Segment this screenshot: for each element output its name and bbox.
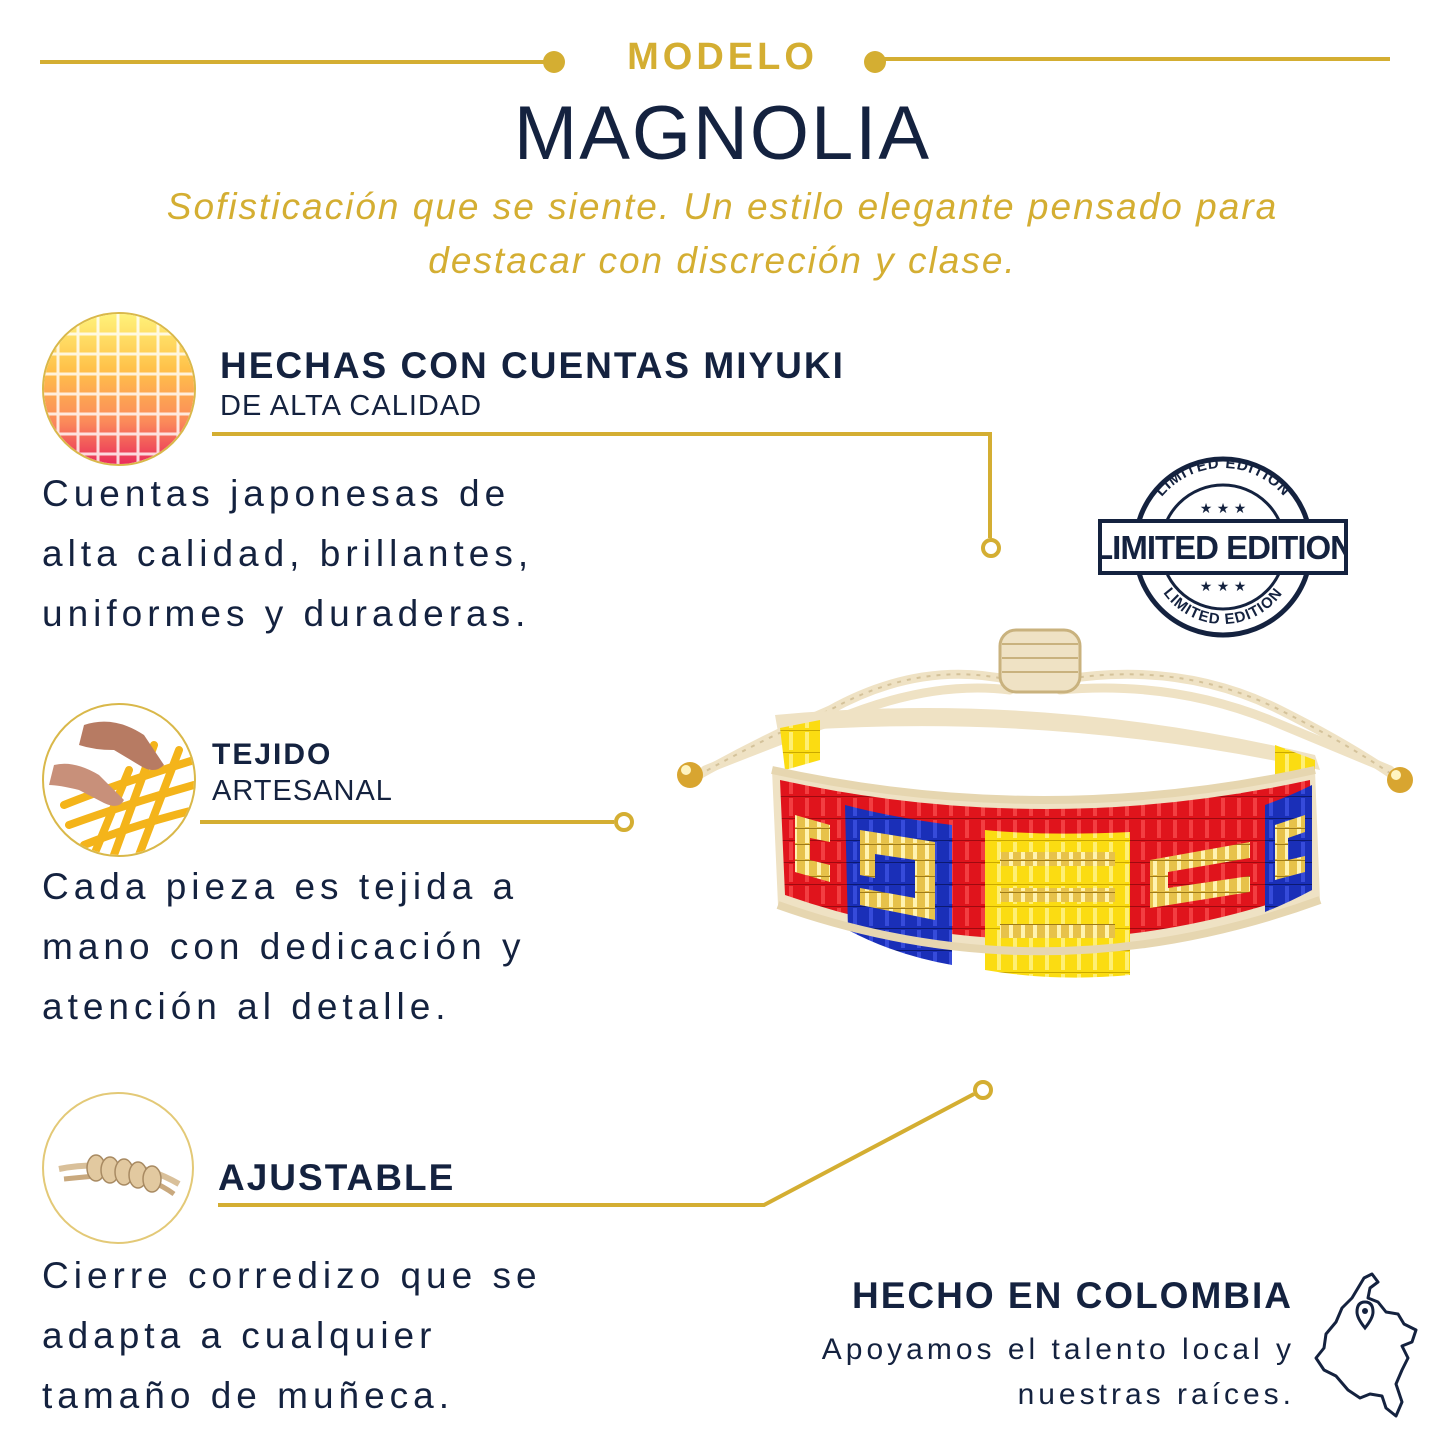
feature-ajustable-desc-line-1: Cierre corredizo que se: [42, 1255, 542, 1296]
svg-text:★ ★ ★: ★ ★ ★: [1200, 501, 1247, 517]
header-divider-dot-right: [864, 51, 886, 73]
feature-ajustable-title: AJUSTABLE: [218, 1157, 456, 1198]
header-divider-dot-left: [543, 51, 565, 73]
model-label: MODELO: [627, 36, 818, 78]
feature-tejido-desc: Cada pieza es tejida a mano con dedicaci…: [42, 857, 525, 1037]
feature-miyuki-title: HECHAS CON CUENTAS MIYUKI: [220, 345, 845, 386]
feature-tejido-desc-line-3: atención al detalle.: [42, 986, 451, 1027]
colombia-map-icon: [1312, 1272, 1422, 1422]
bracelet-image: [660, 620, 1430, 1000]
feature-miyuki-subtitle: DE ALTA CALIDAD: [220, 390, 483, 422]
miyuki-beads-icon: [42, 312, 196, 466]
origin-title: HECHO EN COLOMBIA: [852, 1275, 1293, 1316]
feature-tejido-title: TEJIDO: [212, 738, 333, 771]
feature-ajustable-desc: Cierre corredizo que se adapta a cualqui…: [42, 1246, 542, 1426]
badge-main-text: LIMITED EDITION: [1098, 529, 1348, 566]
feature-miyuki-desc: Cuentas japonesas de alta calidad, brill…: [42, 464, 533, 644]
feature-tejido-subtitle: ARTESANAL: [212, 775, 393, 807]
header-divider-left: [40, 60, 555, 64]
tagline-line-2: destacar con discreción y clase.: [428, 240, 1017, 281]
svg-text:★ ★ ★: ★ ★ ★: [1200, 579, 1247, 595]
feature-miyuki-desc-line-3: uniformes y duraderas.: [42, 593, 531, 634]
weaving-hands-icon: [42, 703, 196, 857]
feature-tejido-desc-line-2: mano con dedicación y: [42, 926, 526, 967]
origin-text: Apoyamos el talento local y nuestras raí…: [822, 1327, 1295, 1417]
origin-text-line-2: nuestras raíces.: [1017, 1378, 1295, 1411]
feature-miyuki-desc-line-2: alta calidad, brillantes,: [42, 533, 534, 574]
product-title: MAGNOLIA: [513, 91, 932, 176]
feature-tejido-desc-line-1: Cada pieza es tejida a: [42, 866, 519, 907]
feature-miyuki-desc-line-1: Cuentas japonesas de: [42, 473, 511, 514]
header-divider-right: [875, 57, 1390, 61]
feature-ajustable-desc-line-3: tamaño de muñeca.: [42, 1375, 455, 1416]
origin-text-line-1: Apoyamos el talento local y: [821, 1333, 1295, 1366]
tagline: Sofisticación que se siente. Un estilo e…: [20, 180, 1425, 288]
feature-ajustable-desc-line-2: adapta a cualquier: [42, 1315, 437, 1356]
tagline-line-1: Sofisticación que se siente. Un estilo e…: [166, 186, 1279, 227]
limited-edition-badge: LIMITED EDITION LIMITED EDITION ★ ★ ★ ★ …: [1093, 455, 1354, 640]
knot-icon: [42, 1092, 194, 1244]
